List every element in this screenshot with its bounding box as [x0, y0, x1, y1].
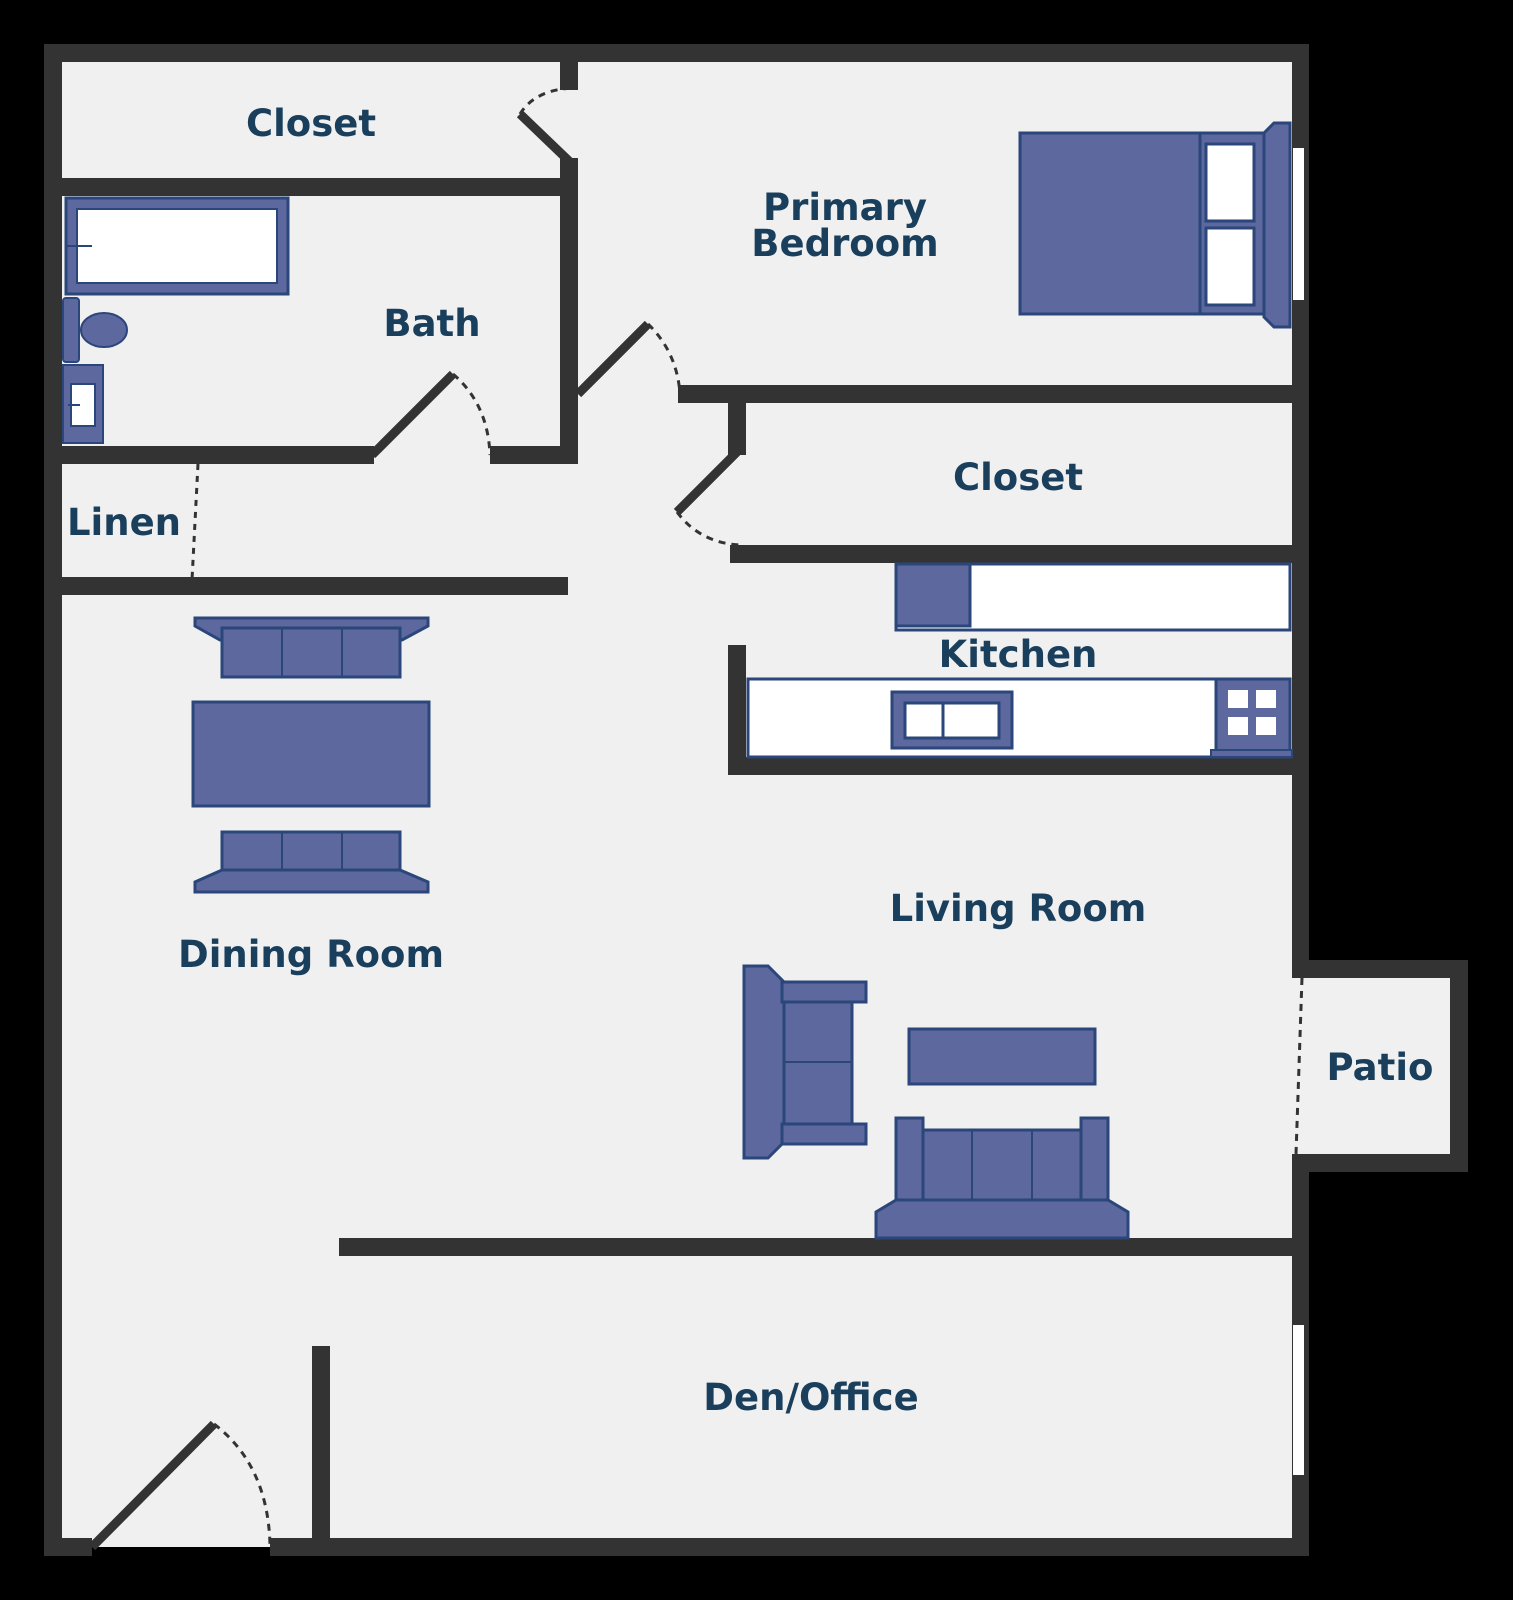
bath-label: Bath — [383, 302, 480, 345]
bathtub — [64, 196, 290, 296]
bed — [1018, 121, 1292, 329]
sink — [890, 690, 1014, 750]
den-office-label: Den/Office — [703, 1376, 918, 1419]
walls — [44, 44, 1468, 1556]
primary-bedroom-label-line1: Primary — [763, 186, 927, 229]
closet-top-label: Closet — [246, 102, 376, 145]
closet-mid-label: Closet — [953, 456, 1083, 499]
primary-bedroom-label-line2: Bedroom — [751, 222, 938, 265]
stove — [1210, 677, 1293, 758]
counter — [746, 677, 1292, 759]
kitchen-label: Kitchen — [939, 633, 1098, 676]
dining-bench — [193, 830, 430, 894]
refrigerator — [894, 562, 1292, 632]
sofa — [874, 1116, 1130, 1240]
dining-table — [191, 700, 431, 808]
patio-label: Patio — [1327, 1046, 1434, 1089]
windows — [1293, 148, 1304, 1475]
dining-bench — [193, 616, 430, 679]
linen-label: Linen — [67, 501, 181, 544]
toilet — [62, 297, 128, 363]
vanity — [62, 364, 104, 444]
armchair — [742, 964, 868, 1160]
coffee-table — [907, 1027, 1097, 1086]
dining-room-label: Dining Room — [178, 933, 444, 976]
living-room-label: Living Room — [890, 887, 1147, 930]
doors — [88, 86, 1304, 1551]
